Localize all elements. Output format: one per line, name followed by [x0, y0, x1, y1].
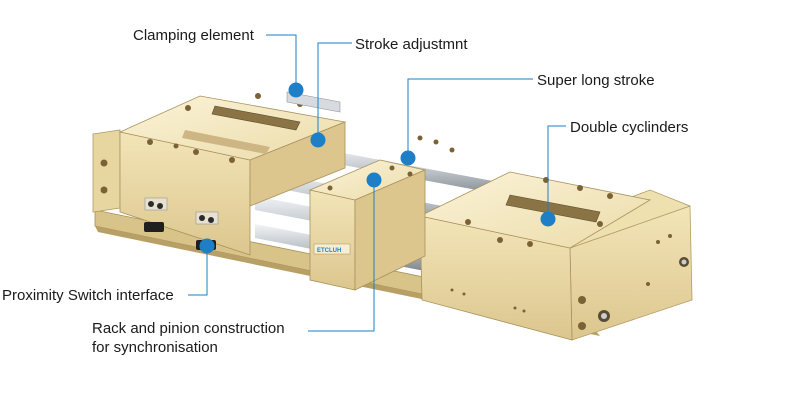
callout-dot-double	[540, 211, 556, 227]
label-rack-pinion-line1: Rack and pinion construction	[92, 320, 285, 337]
label-clamping-element: Clamping element	[133, 27, 254, 44]
callout-lines	[188, 34, 566, 332]
callout-line-stroke	[317, 42, 352, 140]
callout-dot-clamping	[288, 82, 304, 98]
rear-holes	[417, 135, 455, 153]
label-super-long-stroke: Super long stroke	[537, 72, 655, 89]
callout-line-clamping	[266, 34, 297, 90]
left-end-plate	[92, 129, 121, 213]
callout-dots	[199, 82, 556, 254]
callout-dot-stroke	[310, 132, 326, 148]
label-proximity-switch: Proximity Switch interface	[2, 287, 174, 304]
label-rack-pinion-line2: for synchronisation	[92, 339, 218, 356]
callout-line-proximity	[188, 246, 208, 296]
callout-line-super	[407, 78, 533, 158]
right-jaw	[418, 171, 652, 341]
label-rack-pinion: Rack and pinion construction for synchro…	[92, 319, 285, 357]
callout-dot-rack	[366, 172, 382, 188]
label-stroke-adjustment: Stroke adjustmnt	[355, 36, 468, 53]
callout-dot-proximity	[199, 238, 215, 254]
callout-dot-super	[400, 150, 416, 166]
callout-line-double	[547, 125, 566, 219]
brand-logo-text: ETCLUH	[317, 248, 341, 254]
label-double-cylinders: Double cyclinders	[570, 119, 689, 136]
center-block: ETCLUH	[308, 159, 427, 291]
callout-line-rack	[308, 180, 375, 332]
brand-logo	[313, 243, 351, 255]
